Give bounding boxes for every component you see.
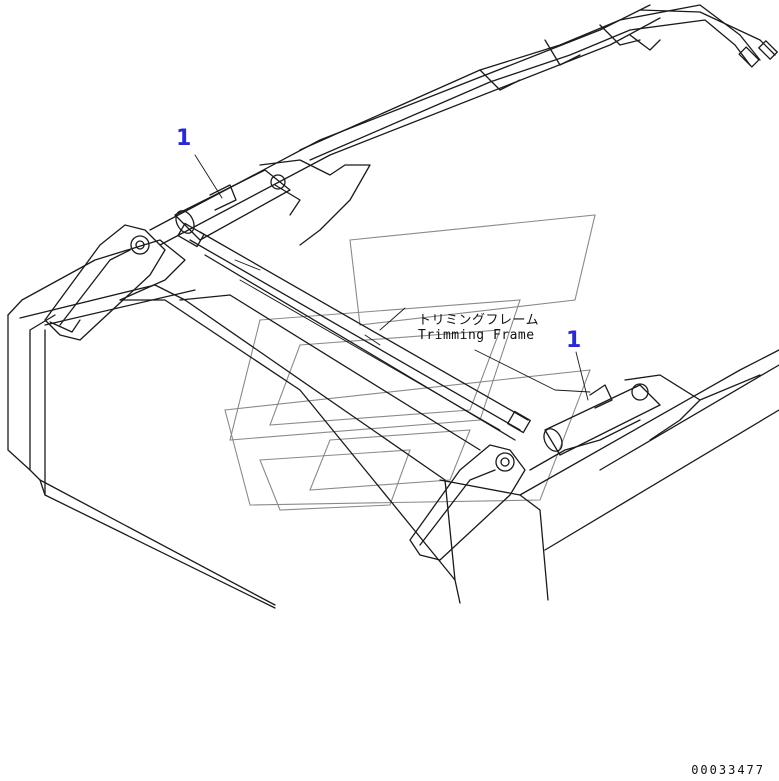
callout-number-left: 1: [176, 126, 192, 151]
watermark-logo: [224, 214, 596, 511]
bucket-body: [7, 239, 779, 609]
left-cylinder: [174, 159, 371, 246]
annotation-english: Trimming Frame: [418, 328, 535, 343]
right-cylinder: [529, 374, 761, 471]
trimming-frame-bar: [177, 222, 531, 441]
left-hinge-bracket: [44, 224, 166, 341]
right-hinge-bracket: [409, 444, 526, 561]
leader-lines: [194, 154, 591, 401]
callout-number-right: 1: [566, 328, 582, 353]
drawing-number: 00033477: [691, 763, 765, 777]
upper-hydraulic-lines: [149, 4, 778, 246]
annotation-japanese: トリミングフレーム: [418, 313, 540, 328]
